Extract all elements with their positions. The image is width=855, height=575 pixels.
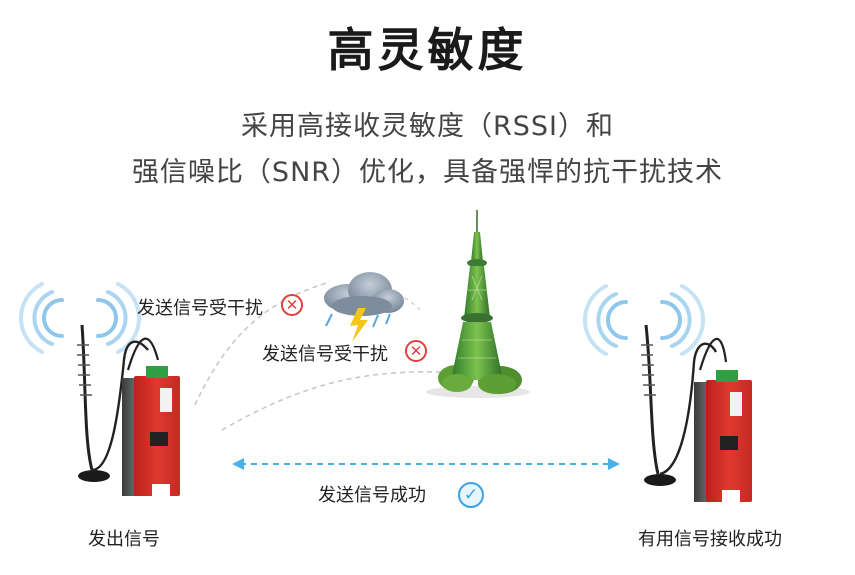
success-arrow: [232, 458, 620, 470]
sender-device: [77, 324, 180, 496]
receiver-device: [641, 324, 752, 502]
wifi-waves-icon: [19, 282, 141, 354]
close-circle-icon: ✕: [405, 340, 427, 362]
receiver-label: 有用信号接收成功: [638, 529, 782, 550]
interference-path-upper: [194, 281, 331, 406]
thunder-cloud-icon: [324, 272, 404, 342]
interference-label-1: 发送信号受干扰: [137, 298, 263, 319]
wifi-waves-icon: [583, 284, 705, 356]
subtitle-line-1: 采用高接收灵敏度（RSSI）和: [241, 111, 614, 142]
page-title: 高灵敏度: [327, 23, 528, 77]
interference-label-2: 发送信号受干扰: [262, 344, 388, 365]
check-circle-icon: ✓: [458, 482, 484, 508]
success-label: 发送信号成功: [318, 485, 426, 506]
signal-tower-icon: [426, 210, 530, 398]
interference-path-lower: [221, 371, 441, 431]
subtitle-line-2: 强信噪比（SNR）优化，具备强悍的抗干扰技术: [131, 157, 724, 188]
sender-label: 发出信号: [88, 529, 160, 550]
close-circle-icon: ✕: [281, 294, 303, 316]
